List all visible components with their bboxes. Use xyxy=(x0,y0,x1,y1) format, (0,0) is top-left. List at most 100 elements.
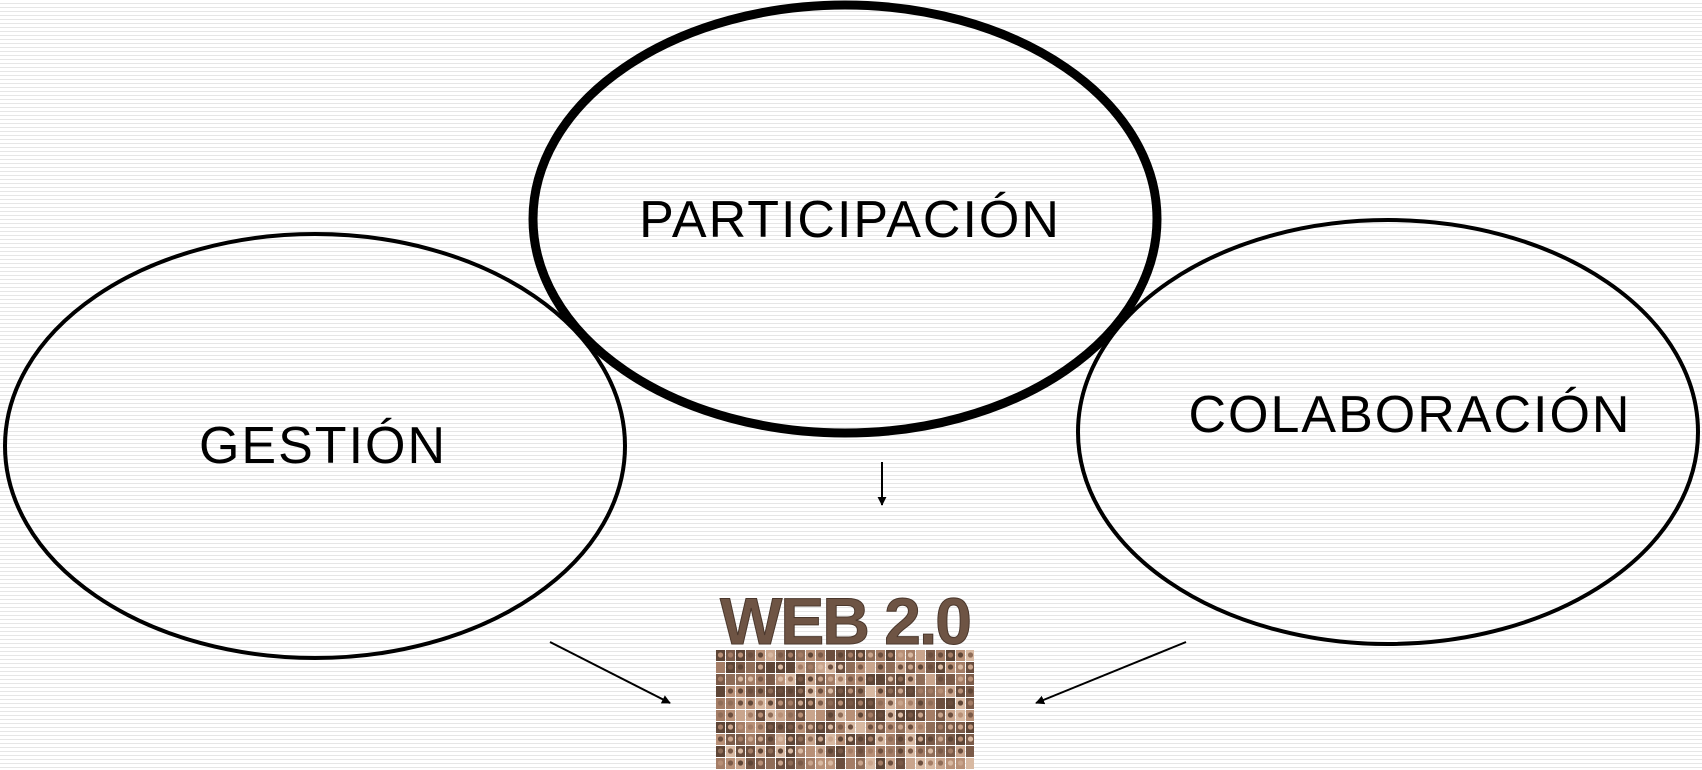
mosaic-face xyxy=(767,664,774,670)
mosaic-face xyxy=(787,748,794,754)
colaboracion-label: COLABORACIÓN xyxy=(1188,386,1632,444)
mosaic-face xyxy=(817,724,824,730)
mosaic-face xyxy=(737,736,744,742)
mosaic-face xyxy=(717,712,724,718)
mosaic-face xyxy=(837,664,844,670)
mosaic-face xyxy=(797,736,804,742)
mosaic-face xyxy=(807,724,814,730)
mosaic-face xyxy=(927,688,934,694)
mosaic-face xyxy=(867,664,874,670)
mosaic-face xyxy=(827,724,834,730)
mosaic-face xyxy=(847,748,854,754)
mosaic-face xyxy=(747,664,754,670)
mosaic-face xyxy=(827,760,834,766)
participacion-label: PARTICIPACIÓN xyxy=(639,191,1061,249)
mosaic-face xyxy=(797,664,804,670)
mosaic-face xyxy=(747,724,754,730)
mosaic-face xyxy=(857,664,864,670)
mosaic-face xyxy=(927,700,934,706)
mosaic-face xyxy=(737,688,744,694)
mosaic-face xyxy=(757,736,764,742)
mosaic-face xyxy=(967,676,974,682)
mosaic-face xyxy=(837,760,844,766)
mosaic-face xyxy=(907,724,914,730)
mosaic-face xyxy=(937,760,944,766)
mosaic-face xyxy=(857,736,864,742)
mosaic-face xyxy=(787,700,794,706)
mosaic-face xyxy=(717,736,724,742)
mosaic-face xyxy=(767,748,774,754)
mosaic-face xyxy=(847,664,854,670)
mosaic-face xyxy=(757,712,764,718)
mosaic-face xyxy=(727,652,734,658)
mosaic-face xyxy=(767,652,774,658)
mosaic-face xyxy=(907,700,914,706)
mosaic-tiles xyxy=(716,650,974,769)
mosaic-face xyxy=(827,712,834,718)
mosaic-face xyxy=(747,760,754,766)
mosaic-face xyxy=(957,748,964,754)
mosaic-face xyxy=(817,748,824,754)
mosaic-face xyxy=(787,736,794,742)
mosaic-face xyxy=(777,664,784,670)
mosaic-face xyxy=(897,700,904,706)
mosaic-face xyxy=(947,760,954,766)
mosaic-face xyxy=(957,724,964,730)
mosaic-face xyxy=(757,652,764,658)
mosaic-face xyxy=(777,760,784,766)
mosaic-face xyxy=(817,760,824,766)
web20-mosaic-svg: WEB 2.0 xyxy=(716,584,974,769)
mosaic-face xyxy=(717,724,724,730)
mosaic-face xyxy=(897,724,904,730)
mosaic-face xyxy=(967,688,974,694)
mosaic-face xyxy=(777,652,784,658)
mosaic-face xyxy=(817,652,824,658)
mosaic-face xyxy=(967,736,974,742)
mosaic-face xyxy=(967,748,974,754)
mosaic-face xyxy=(867,652,874,658)
mosaic-face xyxy=(937,748,944,754)
mosaic-face xyxy=(877,700,884,706)
mosaic-face xyxy=(927,736,934,742)
mosaic-face xyxy=(947,688,954,694)
mosaic-face xyxy=(887,652,894,658)
mosaic-face xyxy=(917,652,924,658)
mosaic-face xyxy=(737,664,744,670)
mosaic-face xyxy=(767,724,774,730)
mosaic-face xyxy=(917,748,924,754)
web20-logo-text: WEB 2.0 xyxy=(720,584,970,658)
mosaic-face xyxy=(847,712,854,718)
mosaic-face xyxy=(737,748,744,754)
mosaic-face xyxy=(947,736,954,742)
mosaic-face xyxy=(867,736,874,742)
web20-logo-image: WEB 2.0 xyxy=(716,582,974,770)
mosaic-face xyxy=(807,688,814,694)
mosaic-face xyxy=(777,712,784,718)
mosaic-face xyxy=(927,712,934,718)
mosaic-face xyxy=(787,760,794,766)
mosaic-face xyxy=(807,748,814,754)
mosaic-face xyxy=(787,676,794,682)
mosaic-face xyxy=(867,760,874,766)
mosaic-face xyxy=(967,664,974,670)
mosaic-face xyxy=(897,664,904,670)
mosaic-face xyxy=(767,676,774,682)
mosaic-face xyxy=(887,748,894,754)
mosaic-face xyxy=(787,664,794,670)
mosaic-face xyxy=(877,676,884,682)
mosaic-face xyxy=(947,724,954,730)
gestion-label: GESTIÓN xyxy=(198,417,448,475)
mosaic-face xyxy=(717,760,724,766)
mosaic-face xyxy=(727,748,734,754)
mosaic-face xyxy=(937,688,944,694)
colaboracion-ellipse xyxy=(1076,218,1700,646)
mosaic-face xyxy=(877,748,884,754)
mosaic-face xyxy=(877,736,884,742)
mosaic-face xyxy=(727,664,734,670)
mosaic-face xyxy=(957,676,964,682)
mosaic-face xyxy=(907,736,914,742)
mosaic-face xyxy=(957,700,964,706)
mosaic-face xyxy=(847,724,854,730)
mosaic-face xyxy=(947,748,954,754)
